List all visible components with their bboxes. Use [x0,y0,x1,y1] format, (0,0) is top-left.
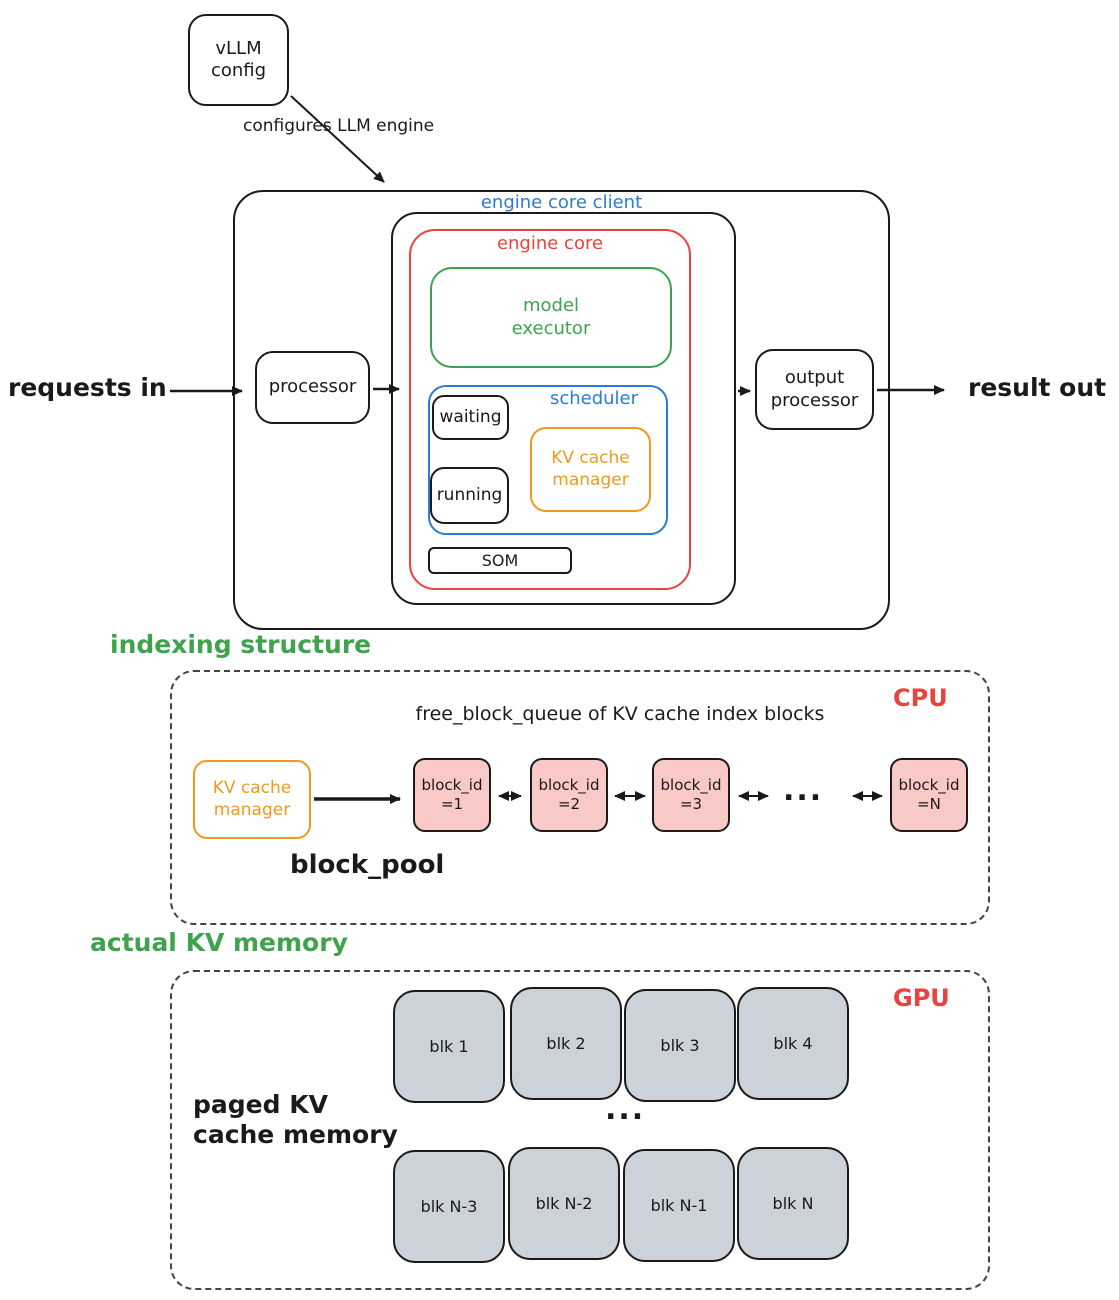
block-id-1: block_id =1 [413,758,491,832]
cpu-label: CPU [893,684,948,712]
actual-kv-memory-heading: actual KV memory [90,928,348,957]
waiting-queue-box: waiting [432,395,509,440]
engine-core-wrapper-box [391,212,736,605]
kv-cache-manager-box: KV cache manager [530,427,651,512]
indexing-structure-heading: indexing structure [110,630,372,659]
kv-block-3: blk 3 [624,989,736,1102]
cpu-dashed-box [170,670,990,925]
requests-in-label: requests in [8,373,167,402]
kv-block-n-2: blk N-2 [508,1147,620,1260]
vllm-config-box: vLLM config [188,14,289,106]
kv-block-4: blk 4 [737,987,849,1100]
gpu-dashed-box [170,970,990,1290]
kv-block-2: blk 2 [510,987,622,1100]
output-processor-box: output processor [755,349,874,430]
processor-box: processor [255,351,370,424]
kv-block-1: blk 1 [393,990,505,1103]
free-block-queue-title: free_block_queue of KV cache index block… [415,703,825,725]
engine-core-box [409,229,691,590]
kv-block-n: blk N [737,1147,849,1260]
block-id-2: block_id =2 [530,758,608,832]
paged-kv-cache-memory-label: paged KV cache memory [193,1090,398,1149]
engine-core-client-box [233,190,890,630]
scheduler-box [428,385,668,535]
running-queue-box: running [430,467,509,524]
kv-cache-manager-box-cpu: KV cache manager [193,760,311,839]
arrow-config-to-engine [290,95,385,183]
block-id-n: block_id =N [890,758,968,832]
model-executor-box: model executor [430,267,672,368]
som-box: SOM [428,547,572,574]
configures-label: configures LLM engine [243,116,435,136]
gpu-label: GPU [893,984,950,1012]
kv-block-n-1: blk N-1 [623,1149,735,1262]
result-out-label: result out [968,373,1107,402]
block-list-ellipsis: ... [783,773,824,808]
engine-core-label: engine core [496,233,604,254]
block-pool-label: block_pool [290,850,445,880]
scheduler-label: scheduler [549,388,639,409]
kv-block-ellipsis: ... [605,1092,646,1127]
engine-core-client-label: engine core client [480,192,643,213]
kv-block-n-3: blk N-3 [393,1150,505,1263]
block-id-3: block_id =3 [652,758,730,832]
